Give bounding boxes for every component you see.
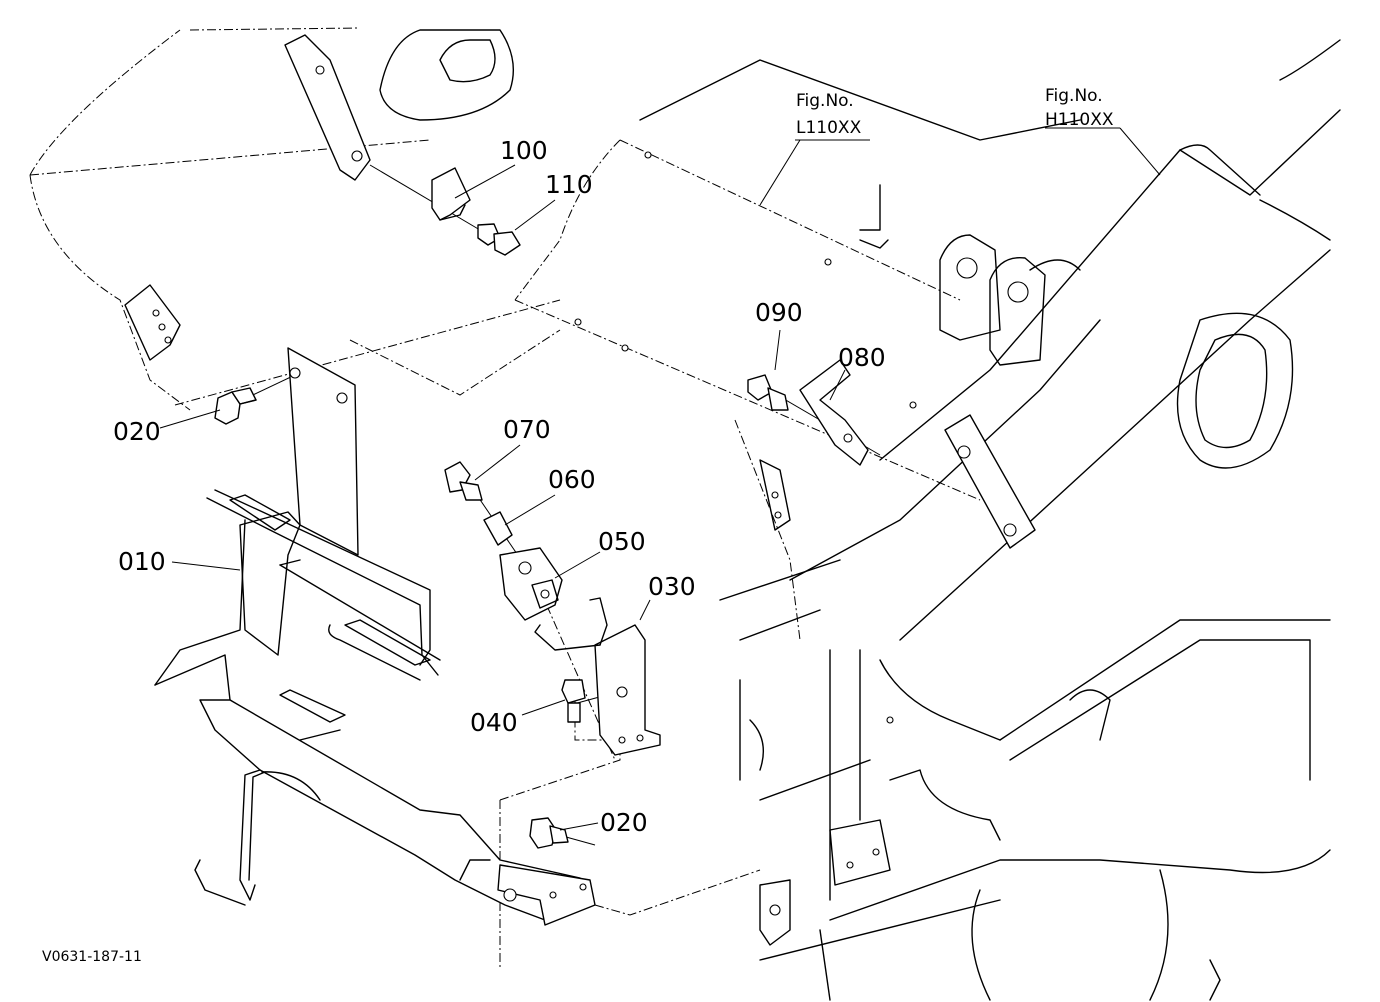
callout-080: 080 xyxy=(838,343,886,372)
fig-ref-l-title: Fig.No. xyxy=(796,91,854,111)
part-020-bolt-upper xyxy=(214,387,257,425)
drawing-code: V0631-187-11 xyxy=(42,949,142,965)
callout-020-upper: 020 xyxy=(113,417,161,446)
part-070-bolt xyxy=(444,461,483,501)
lower-hanger-bracket xyxy=(124,284,181,361)
callout-020-lower: 020 xyxy=(600,808,648,837)
callout-070: 070 xyxy=(503,415,551,444)
part-090-bolt xyxy=(747,374,789,411)
part-110-bolt xyxy=(477,223,521,256)
part-050-clamp xyxy=(499,547,563,621)
callout-060: 060 xyxy=(548,465,596,494)
callout-100: 100 xyxy=(500,136,548,165)
part-040-bolt xyxy=(561,679,586,723)
part-080-clip xyxy=(799,359,869,466)
fig-ref-h-number: H110XX xyxy=(1045,110,1114,130)
link-plate xyxy=(944,414,1036,549)
callout-050: 050 xyxy=(598,527,646,556)
fig-ref-l-number: L110XX xyxy=(796,118,862,138)
callout-040: 040 xyxy=(470,708,518,737)
part-020-bolt-lower xyxy=(529,817,569,849)
upper-hanger-bracket xyxy=(284,34,371,181)
callout-030: 030 xyxy=(648,572,696,601)
part-100-clip xyxy=(431,167,471,221)
part-010-bracket xyxy=(154,347,596,926)
part-030-bracket xyxy=(534,597,661,756)
machine-frame-outline xyxy=(29,27,1341,1001)
callout-110: 110 xyxy=(545,170,593,199)
callout-leaders xyxy=(159,127,1161,831)
callout-010: 010 xyxy=(118,547,166,576)
fig-ref-h-title: Fig.No. xyxy=(1045,86,1103,106)
callout-090: 090 xyxy=(755,298,803,327)
part-060-spacer xyxy=(483,511,513,546)
